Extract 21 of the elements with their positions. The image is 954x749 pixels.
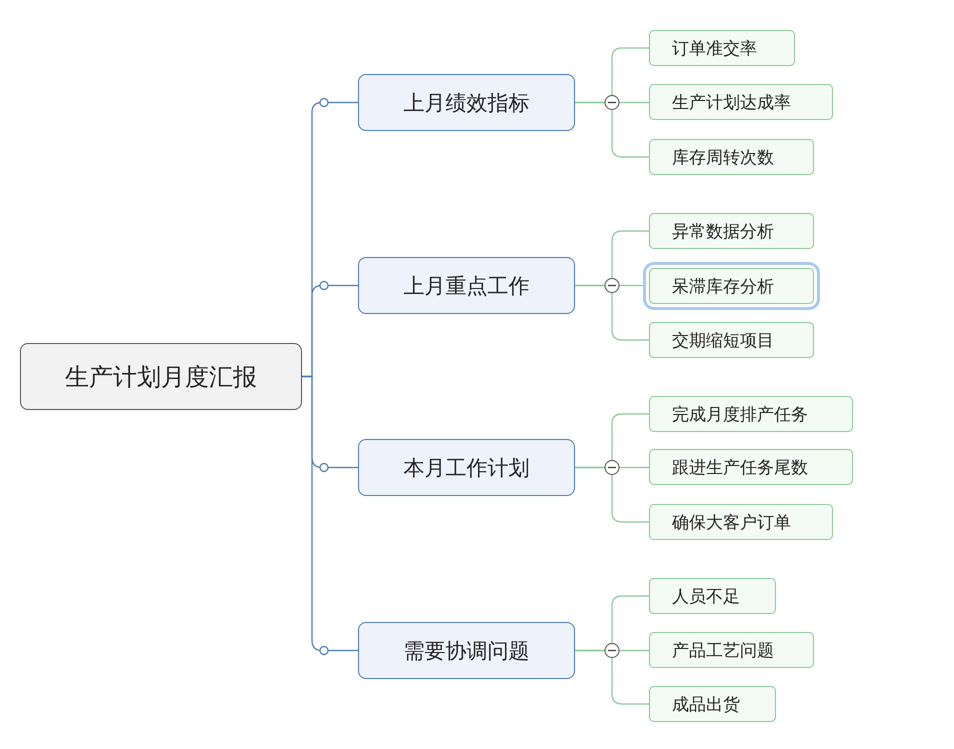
connector-line [575, 102, 649, 158]
connector-line [575, 650, 649, 705]
subtopic-box: 确保大客户订单 [649, 504, 833, 540]
topic-box: 本月工作计划 [358, 439, 575, 496]
connector-line [575, 466, 649, 523]
connector-line [575, 284, 649, 341]
subtopic-box: 完成月度排产任务 [649, 396, 853, 432]
subtopic-box: 成品出货 [649, 686, 776, 722]
topic-box: 上月重点工作 [358, 257, 575, 314]
connector-line [302, 376, 358, 652]
topic-box: 上月绩效指标 [358, 74, 575, 131]
subtopic-box: 库存周转次数 [649, 139, 814, 175]
subtopic-box: 产品工艺问题 [649, 632, 814, 668]
subtopic-box: 交期缩短项目 [649, 322, 814, 358]
subtopic-box: 异常数据分析 [649, 213, 814, 249]
central-topic-box: 生产计划月度汇报 [20, 343, 302, 410]
topic-box: 需要协调问题 [358, 622, 575, 679]
subtopic-box: 人员不足 [649, 578, 776, 614]
subtopic-box: 跟进生产任务尾数 [649, 449, 853, 485]
subtopic-box: 生产计划达成率 [649, 84, 833, 120]
subtopic-box: 订单准交率 [649, 30, 795, 66]
